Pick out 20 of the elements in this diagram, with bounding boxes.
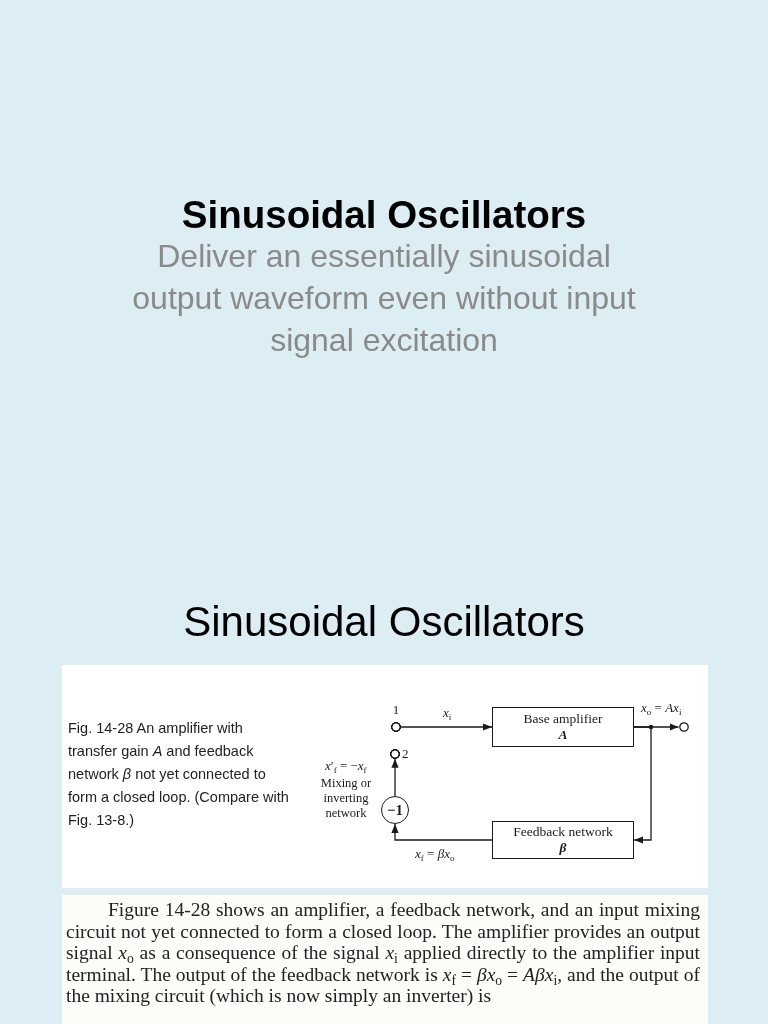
- inverter-circle: −1: [381, 796, 409, 824]
- output-terminal-icon: [678, 722, 689, 732]
- signal-arrow: [391, 758, 399, 797]
- feedback-network-block: [492, 821, 634, 859]
- section-heading: Sinusoidal Oscillators: [183, 597, 585, 647]
- slide-title: Sinusoidal Oscillators: [181, 192, 587, 238]
- input-terminal: 1: [391, 703, 401, 732]
- signal-arrow: [400, 723, 493, 731]
- figure-caption: Fig. 14-28 An amplifier with transfer gain A and feedback network β not yet connected to form a closed loop. (Compare with Fig. 13-8.): [68, 719, 290, 830]
- signal-arrow: [391, 823, 493, 841]
- annotation-text: Mixing or inverting network: [319, 776, 373, 821]
- body-paragraph: Figure 14-28 shows an amplifier, a feedback network, and an input mixing circuit not yet connected to form a closed loop. The amplifier provides an output signal x$_{o}$ as a consequence of the signal x$_{i}$ applied directly to the amplifier input terminal. The output of the feedback network is x$_{f}$ = βx$_{o}$ = Aβx$_{i}$, and the output of the mixing circuit (which is now simply an inverter) is: [62, 895, 708, 1024]
- block-label: Feedback network: [513, 824, 613, 840]
- slide-subtitle: Deliver an essentially sinusoidal output waveform even without input signal excitation: [131, 237, 637, 360]
- edge-label: x$_{f}$ = βx$_{o}$: [414, 846, 456, 861]
- block-label: Base amplifier: [523, 711, 603, 727]
- block-symbol: A: [558, 727, 568, 743]
- signal-arrow: [633, 726, 652, 844]
- amplifier-block: [492, 707, 634, 747]
- block-symbol: β: [559, 840, 567, 856]
